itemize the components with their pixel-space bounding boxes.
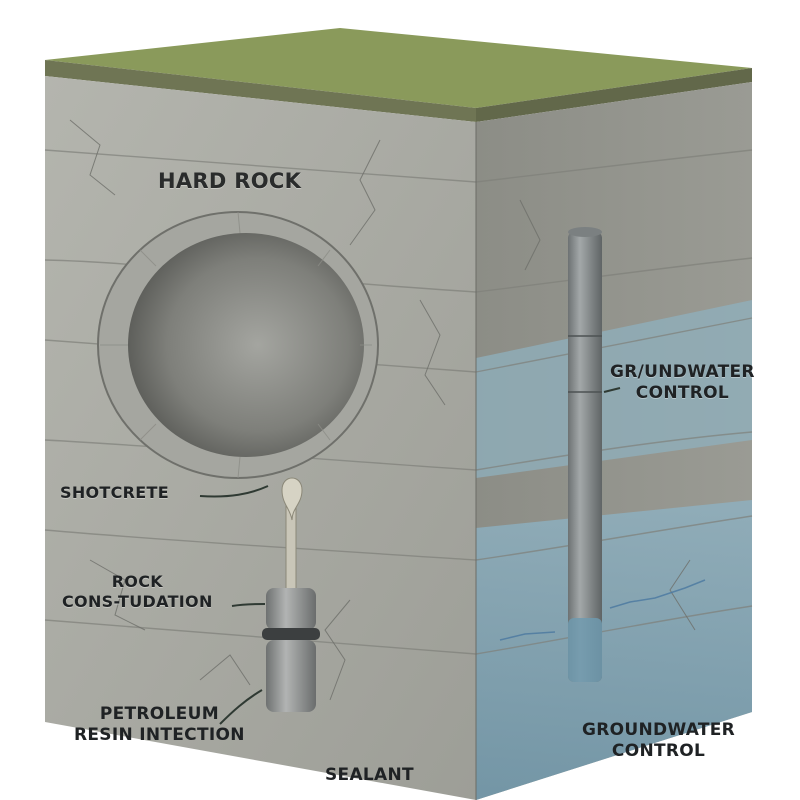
label-groundwater-control-upper: GR/UNDWATER CONTROL [610, 362, 755, 405]
groundwater-pipe-body [568, 232, 602, 682]
label-groundwater-control-lower: GROUNDWATER CONTROL [582, 720, 735, 763]
tunnel-ring-segments [100, 211, 372, 479]
label-hard-rock-text: HARD ROCK [158, 169, 302, 193]
label-petroleum-resin-line1: PETROLEUM [99, 704, 219, 724]
label-rock-consolidation-line1: ROCK [111, 572, 163, 591]
label-petroleum-resin-injection: PETROLEUM RESIN INTECTION [74, 704, 245, 747]
label-rock-consolidation-line2: CONS-TUDATION [62, 592, 213, 611]
water-seepage-lines [499, 579, 706, 641]
grass-top-surface [45, 28, 752, 108]
groundwater-leader-line [603, 387, 621, 393]
label-sealant: SEALANT [325, 765, 414, 786]
label-rock-consolidation: ROCK CONS-TUDATION [62, 572, 213, 612]
label-shotcrete: SHOTCRETE [60, 483, 169, 503]
label-hard-rock: HARD ROCK [158, 168, 301, 194]
shotcrete-leader-line [199, 485, 269, 498]
consolidation-plug-band [262, 628, 320, 640]
label-groundwater-lower-line1: GROUNDWATER [582, 720, 736, 740]
tunnel-opening [128, 233, 364, 457]
label-groundwater-lower-line2: CONTROL [611, 741, 706, 762]
label-groundwater-upper-line1: GR/UNDWATER [610, 362, 755, 382]
label-sealant-text: SEALANT [325, 765, 414, 785]
consolidation-leader-line [231, 603, 266, 607]
consolidation-plug-lower [266, 640, 316, 712]
consolidation-plug-upper [266, 588, 316, 630]
soil-edge-side [476, 68, 752, 122]
groundwater-layer-lower [476, 500, 752, 800]
groundwater-pipe-water [568, 618, 602, 682]
label-petroleum-resin-line2: RESIN INTECTION [74, 725, 245, 746]
rock-cracks [69, 119, 696, 701]
injection-nozzle [281, 477, 303, 521]
resin-leader-line [219, 689, 263, 725]
label-groundwater-upper-line2: CONTROL [635, 383, 730, 404]
groundwater-pipe-top [568, 227, 602, 237]
label-shotcrete-text: SHOTCRETE [60, 483, 169, 502]
soil-edge-front [45, 60, 476, 122]
